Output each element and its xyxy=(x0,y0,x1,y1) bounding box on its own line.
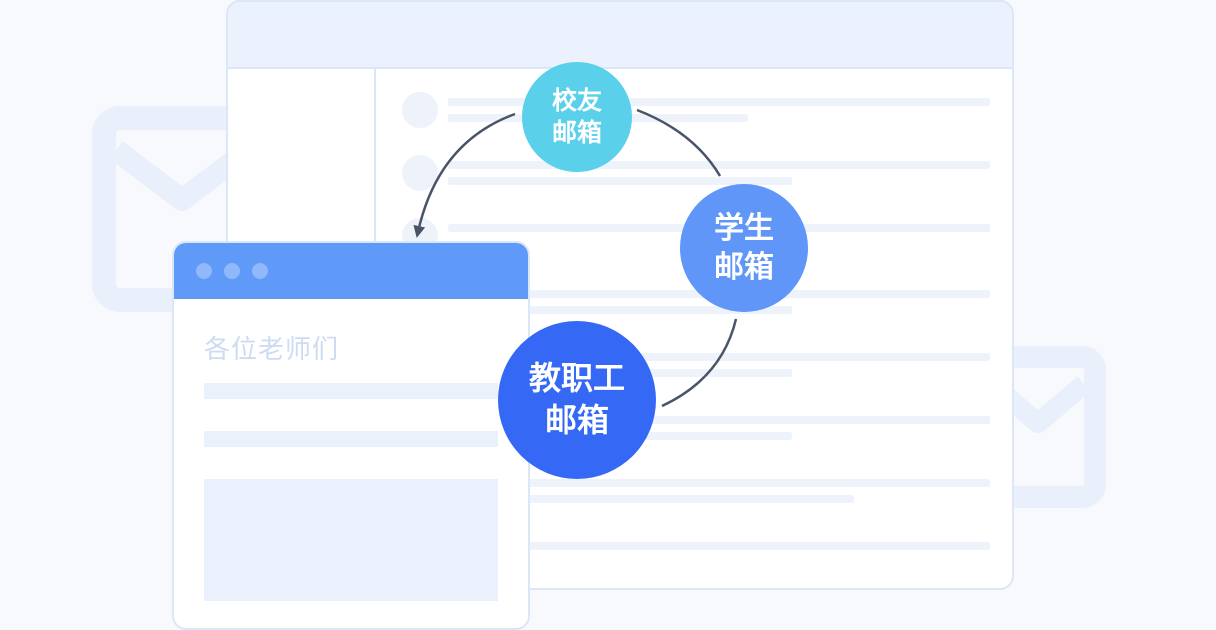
staff-mail-circle: 教职工 邮箱 xyxy=(498,321,656,479)
alumni-mail-circle: 校友 邮箱 xyxy=(522,62,632,172)
alumni-label-line2: 邮箱 xyxy=(551,118,602,147)
message-line xyxy=(204,431,498,447)
list-line xyxy=(528,542,990,550)
student-label-line2: 邮箱 xyxy=(714,250,774,285)
list-line xyxy=(528,369,792,377)
list-line xyxy=(528,416,990,424)
list-line xyxy=(448,98,990,106)
window-dot xyxy=(252,263,268,279)
message-line xyxy=(204,383,498,399)
list-line xyxy=(528,306,792,314)
avatar xyxy=(402,92,438,128)
list-line xyxy=(528,353,990,361)
window-header xyxy=(228,2,1012,69)
message-window-header xyxy=(174,243,528,299)
staff-label-line2: 邮箱 xyxy=(544,401,609,439)
student-label-line1: 学生 xyxy=(714,211,774,246)
avatar xyxy=(402,155,438,191)
list-line xyxy=(448,161,990,169)
list-line xyxy=(528,432,792,440)
window-dot xyxy=(224,263,240,279)
arrow-icon xyxy=(413,112,516,238)
staff-label-line1: 教职工 xyxy=(528,359,625,398)
message-window: 各位老师们 xyxy=(172,241,530,630)
window-dot xyxy=(196,263,212,279)
list-line xyxy=(528,495,854,503)
list-line xyxy=(528,479,990,487)
connector-line xyxy=(661,318,738,408)
message-block xyxy=(204,479,498,601)
message-greeting: 各位老师们 xyxy=(204,335,340,365)
alumni-label-line1: 校友 xyxy=(551,85,602,115)
student-mail-circle: 学生 邮箱 xyxy=(680,184,808,312)
connector-line xyxy=(636,108,722,177)
list-line xyxy=(448,177,792,185)
